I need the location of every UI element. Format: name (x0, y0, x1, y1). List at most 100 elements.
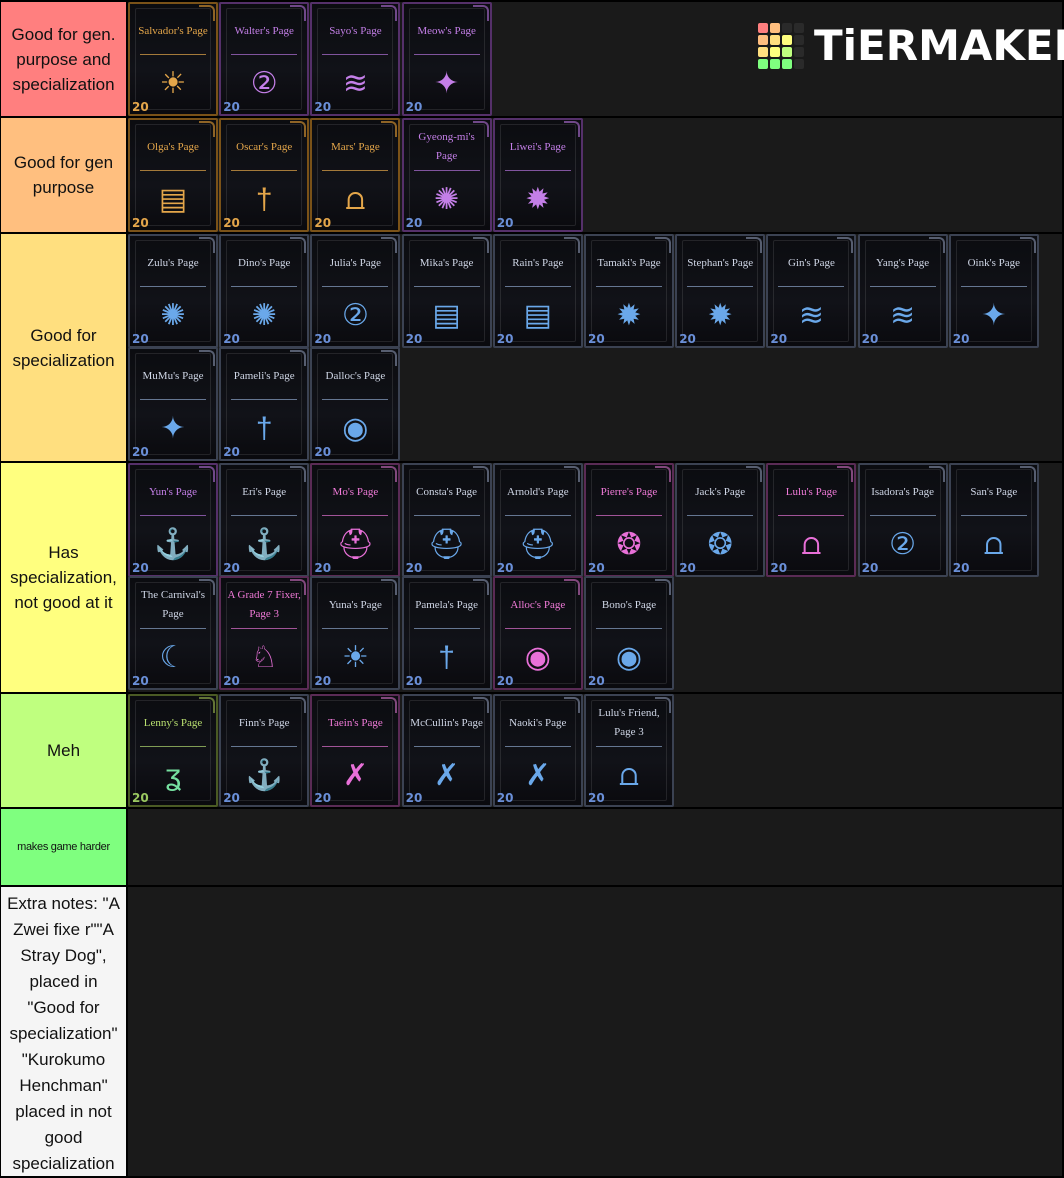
tier-drop-area[interactable] (128, 887, 1062, 1176)
tier-card[interactable]: Mars' Page⩍20 (310, 118, 401, 232)
tier-card[interactable]: Liwei's Page✹20 (492, 118, 583, 232)
card-title: Pamela's Page (415, 598, 478, 611)
helmet-icon: ⛑ (518, 528, 557, 561)
tier-label[interactable]: Good for specialization (1, 234, 126, 461)
tier-card[interactable]: Lulu's Friend, Page 3⩍20 (584, 694, 674, 807)
tier-card[interactable]: Consta's Page⛑20 (401, 463, 492, 577)
card-corner-ornament (381, 350, 398, 366)
card-title: Salvador's Page (138, 24, 208, 37)
tier-card[interactable]: A Grade 7 Fixer, Page 3♘20 (219, 576, 310, 690)
eye-icon: ◉ (524, 641, 551, 674)
card-title: Oscar's Page (236, 140, 293, 153)
tier-card[interactable]: Gin's Page≋20 (766, 234, 857, 348)
card-corner-ornament (472, 121, 489, 137)
swirl-icon: ʓ (164, 759, 182, 792)
tier-card[interactable]: Rain's Page▤20 (492, 234, 583, 348)
tier-card[interactable]: Yuna's Page☀20 (310, 576, 401, 690)
card-divider (140, 515, 206, 516)
card-level: 20 (223, 561, 240, 575)
sword-icon: † (438, 641, 455, 674)
tier-card[interactable]: Yang's Page≋20 (857, 234, 948, 348)
tier-card[interactable]: Zulu's Page✺20 (128, 234, 218, 348)
card-divider (140, 286, 206, 287)
tier-card[interactable]: Dino's Page✺20 (219, 234, 310, 348)
card-title: San's Page (970, 485, 1018, 498)
eye-icon: ◉ (615, 641, 643, 674)
tier-card[interactable]: Tamaki's Page✹20 (584, 234, 674, 348)
tier-card[interactable]: Eri's Page⚓20 (219, 463, 310, 577)
tier-card[interactable]: Sayo's Page≋20 (310, 2, 401, 116)
card-corner-ornament (381, 579, 398, 595)
card-divider (231, 746, 298, 747)
tier-card[interactable]: Gyeong-mi's Page✺20 (401, 118, 492, 232)
card-title: Gin's Page (787, 256, 835, 269)
card-title: Mo's Page (332, 485, 379, 498)
tier-card[interactable]: The Carnival's Page☾20 (128, 576, 218, 690)
gear-wheel-icon: ❂ (707, 528, 733, 561)
tier-card[interactable]: Yun's Page⚓20 (128, 463, 218, 577)
mask-icon: ☾ (159, 641, 187, 674)
tier-card[interactable]: Jack's Page❂20 (675, 463, 766, 577)
tier-card[interactable]: Mika's Page▤20 (401, 234, 492, 348)
tier-card[interactable]: Oink's Page✦20 (948, 234, 1039, 348)
card-corner-ornament (563, 121, 580, 137)
tier-card[interactable]: Salvador's Page☀20 (128, 2, 218, 116)
tier-label[interactable]: Meh (1, 694, 126, 807)
card-level: 20 (132, 561, 149, 575)
tiermaker-logo: TiERMAKER (758, 20, 1064, 72)
card-title: The Carnival's Page (141, 589, 205, 620)
tier-card[interactable]: Pierre's Page❂20 (584, 463, 674, 577)
tier-card[interactable]: Mo's Page⛑20 (310, 463, 401, 577)
tier-card[interactable]: Oscar's Page†20 (219, 118, 310, 232)
card-divider (960, 286, 1027, 287)
tier-label[interactable]: makes game harder (1, 809, 126, 885)
card-corner-ornament (472, 697, 489, 713)
tier-card[interactable]: Pameli's Page†20 (219, 347, 310, 461)
tier-drop-area[interactable] (128, 809, 1062, 885)
card-divider (413, 515, 480, 516)
card-level: 20 (405, 100, 423, 114)
card-level: 20 (314, 674, 332, 688)
tier-label[interactable]: Extra notes: "A Zwei fixe r""A Stray Dog… (1, 887, 126, 1176)
tier-label[interactable]: Has specialization, not good at it (1, 463, 126, 692)
logo-square (770, 23, 780, 33)
tier-card[interactable]: Meow's Page✦20 (401, 2, 492, 116)
tier-card[interactable]: MuMu's Page✦20 (128, 347, 218, 461)
tier-card[interactable]: Alloc's Page◉20 (492, 576, 583, 690)
tier-label[interactable]: Good for gen. purpose and specialization (1, 2, 126, 116)
card-level: 20 (223, 674, 240, 688)
tier-card[interactable]: Bono's Page◉20 (584, 576, 674, 690)
card-divider (596, 515, 662, 516)
card-divider (322, 170, 389, 171)
tier-card[interactable]: Dalloc's Page◉20 (310, 347, 401, 461)
sword-icon: † (255, 412, 273, 445)
logo-square (782, 35, 792, 45)
tier-card[interactable]: Lulu's Page⩍20 (766, 463, 857, 577)
tier-card[interactable]: Olga's Page▤20 (128, 118, 218, 232)
anchor-icon: ⚓ (245, 528, 283, 561)
spiked-wheel-icon: ✺ (160, 299, 186, 332)
tier-card[interactable]: Arnold's Page⛑20 (492, 463, 583, 577)
tier-card[interactable]: Stephan's Page✹20 (675, 234, 766, 348)
tier-card[interactable]: McCullin's Page✗20 (401, 694, 492, 807)
tier-card[interactable]: Pamela's Page†20 (401, 576, 492, 690)
tier-card[interactable]: Finn's Page⚓20 (219, 694, 310, 807)
card-corner-ornament (290, 466, 307, 482)
card-divider (504, 515, 571, 516)
tier-card[interactable]: Taein's Page✗20 (310, 694, 401, 807)
tier-card[interactable]: San's Page⩍20 (948, 463, 1039, 577)
tier-label[interactable]: Good for gen purpose (1, 118, 126, 232)
tier-row: Extra notes: "A Zwei fixe r""A Stray Dog… (0, 887, 1064, 1176)
tier-card[interactable]: Naoki's Page✗20 (492, 694, 583, 807)
